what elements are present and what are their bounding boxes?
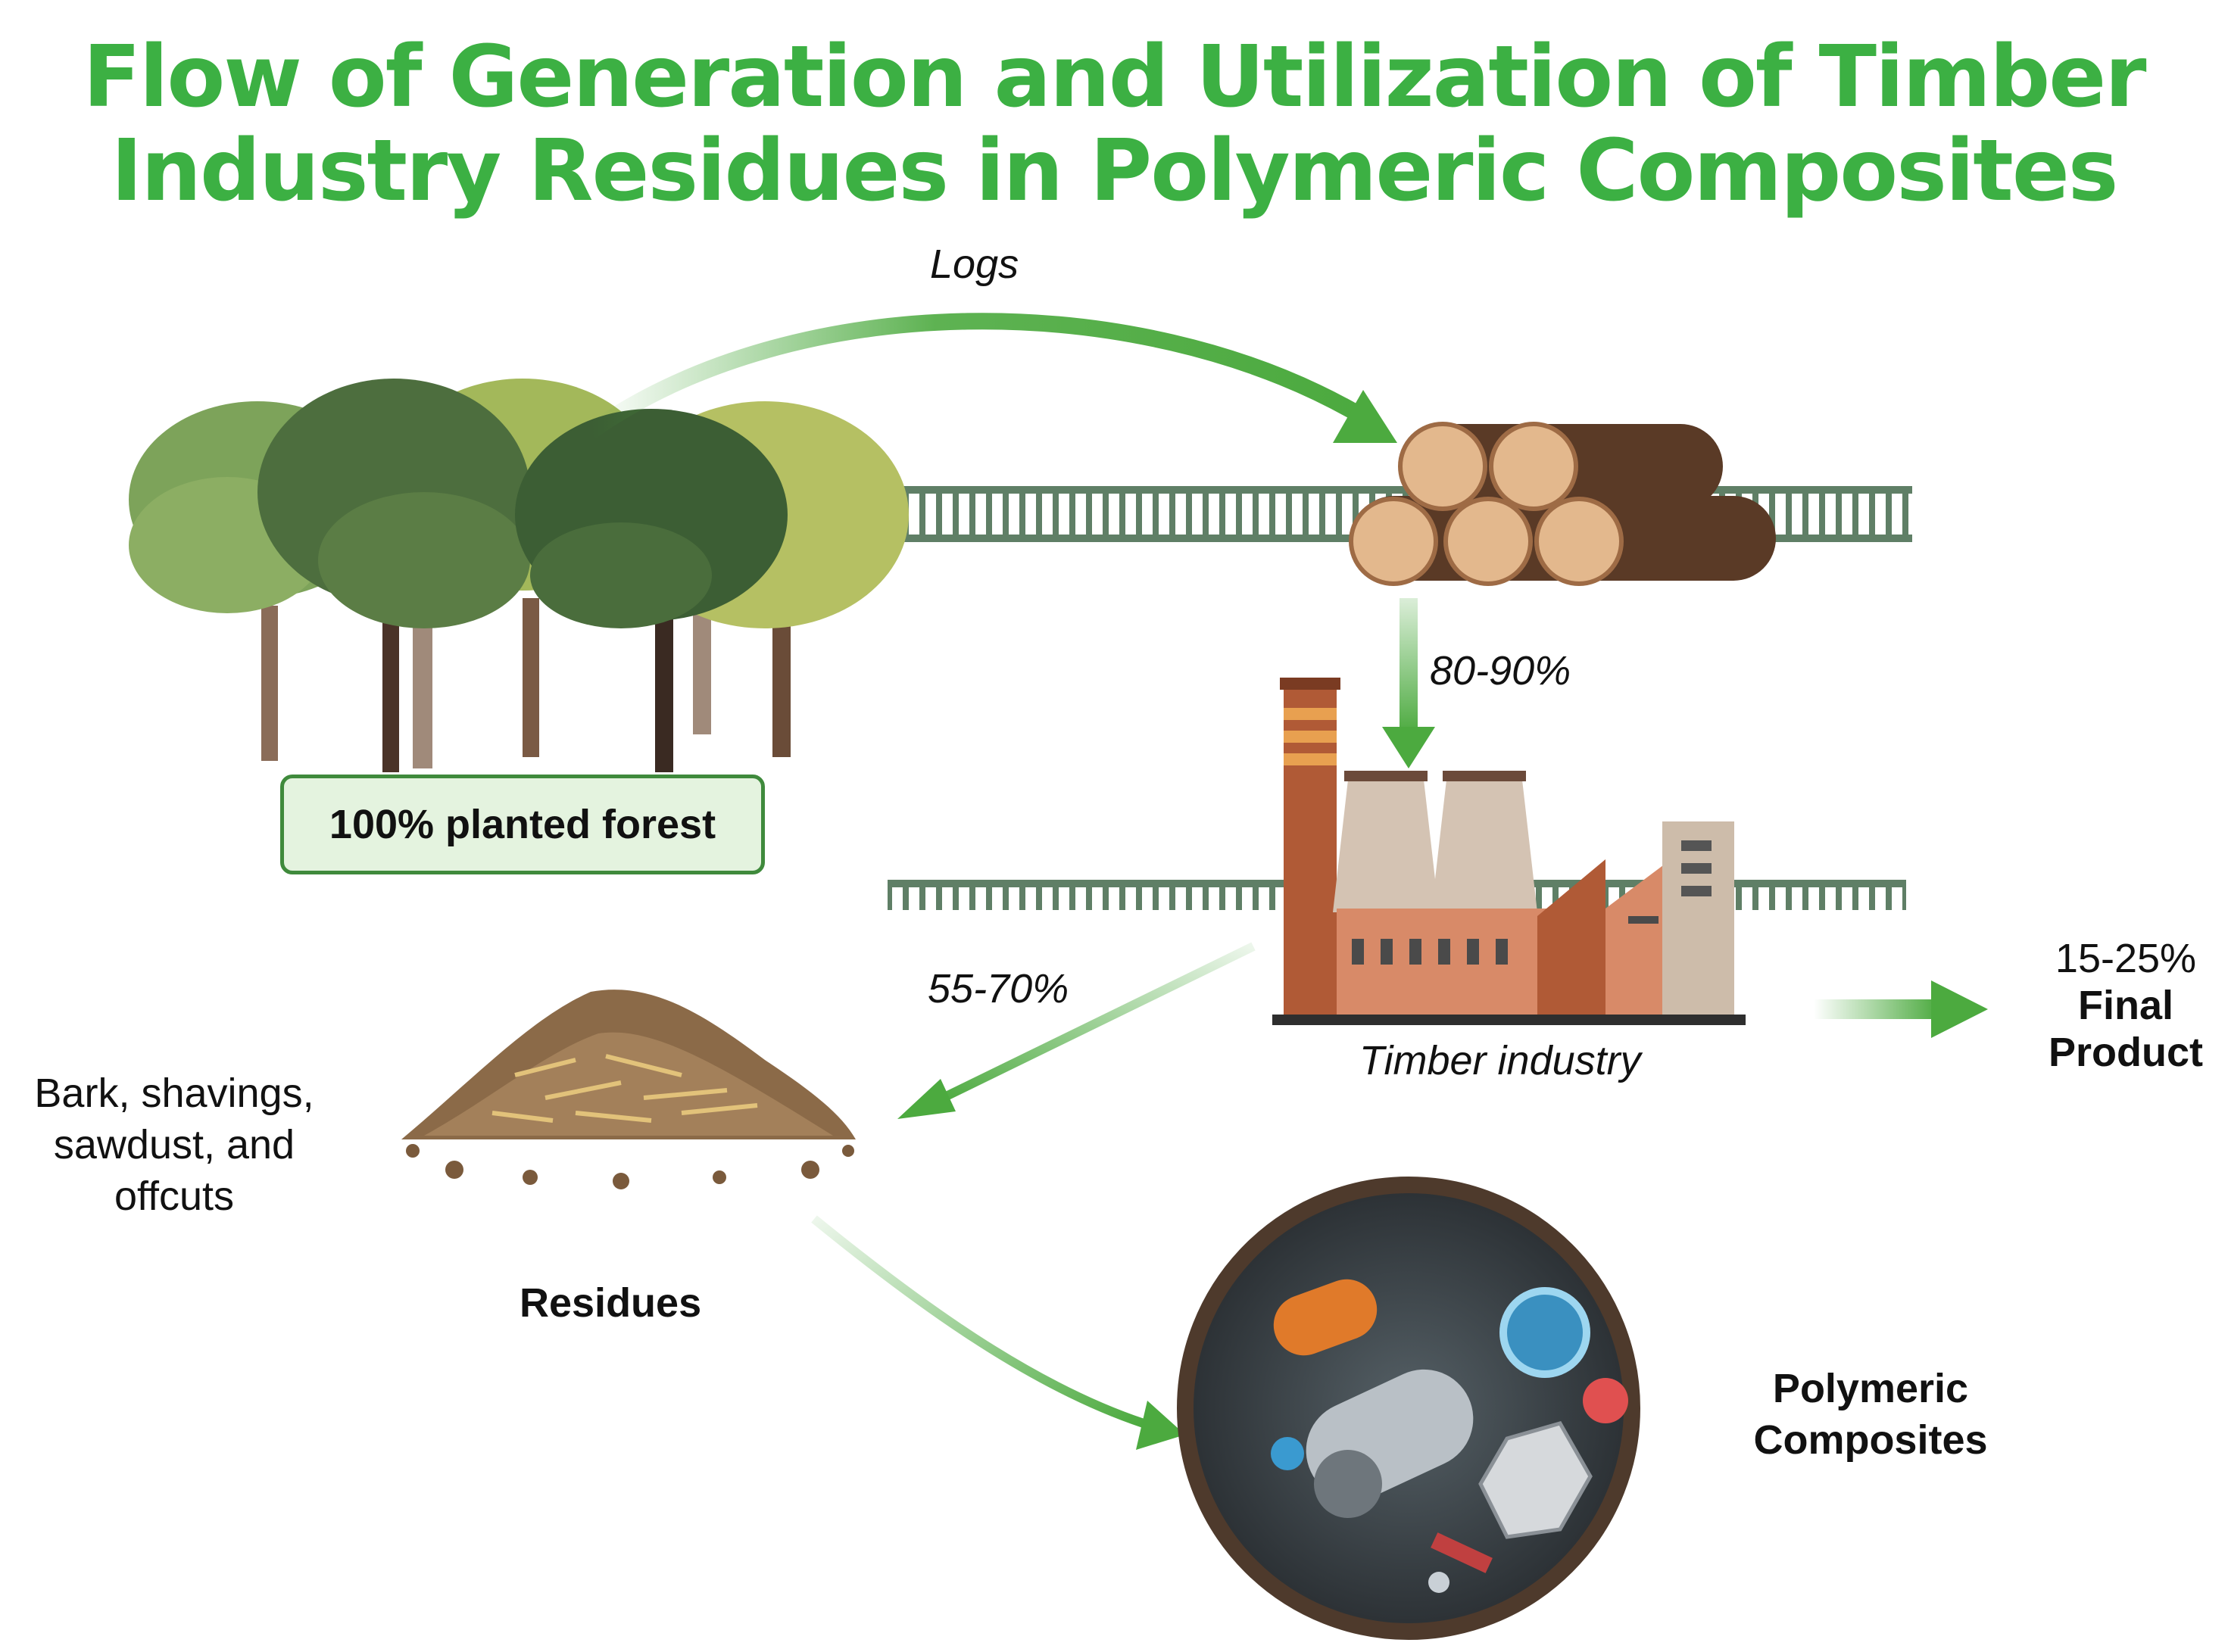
forest-trees [129,379,909,772]
title-line-1: Flow of Generation and Utilization of Ti… [83,28,2147,126]
industry-flow-percentage: 80-90% [1430,648,1571,694]
industry-label: Timber industry [1359,1038,1641,1083]
residues-description-line-3: offcuts [114,1174,235,1219]
forest-label-box: 100% planted forest [280,775,765,874]
final-product-label-line-2: Product [2048,1030,2203,1075]
logs-label: Logs [930,242,1019,287]
product-flow-percentage: 15-25% [2055,936,2197,981]
residues-description: Bark, shavings, sawdust, and offcuts [8,1068,341,1222]
composites-label-line-2: Composites [1753,1417,1988,1463]
final-product-label-line-1: Final [2077,983,2173,1028]
residue-pile [401,990,856,1189]
factory [1272,678,1746,1025]
residues-description-line-2: sawdust, and [53,1122,295,1167]
residues-label: Residues [520,1280,702,1326]
log-stack [1349,422,1776,586]
product-arrow [1814,980,1988,1038]
residues-description-line-1: Bark, shavings, [34,1071,314,1116]
title-line-2: Industry Residues in Polymeric Composite… [111,122,2119,220]
residues-arrow [897,942,1256,1119]
composites-label: Polymeric Composites [1719,1363,2022,1466]
logs-arrow [585,313,1397,443]
composites-arrow [811,1215,1185,1450]
composites-image [1177,1177,1640,1640]
residues-flow-percentage: 55-70% [928,966,1069,1011]
diagram-title: Flow of Generation and Utilization of Ti… [0,30,2228,218]
forest-label: 100% planted forest [329,802,716,847]
final-product-block: 15-25% Final Product [2024,935,2228,1076]
composites-label-line-1: Polymeric [1772,1366,1969,1411]
down-arrow [1382,598,1435,768]
